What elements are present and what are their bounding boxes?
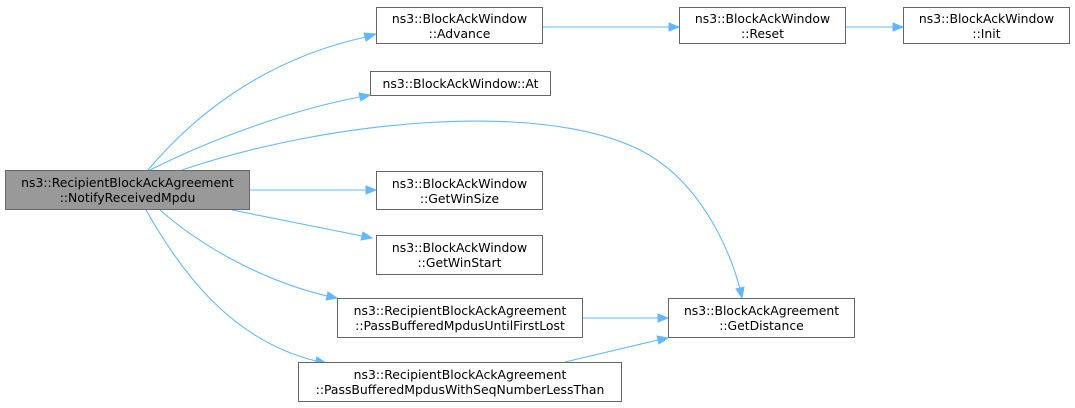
node-label-line1: ns3::RecipientBlockAckAgreement [353,303,567,318]
edge-root-to-getwinstart [231,209,363,237]
node-label-line2: ::PassBufferedMpdusWithSeqNumberLessThan [315,382,605,397]
edge-root-to-advance [147,36,367,171]
edge-arrowhead [365,185,378,195]
node-label-line1: ns3::BlockAckWindow [391,240,528,255]
node-label-line1: ns3::BlockAckWindow [391,175,528,191]
edge-arrowhead [657,313,670,323]
edge-arrowhead [360,231,374,241]
edge-root-to-passseqless [145,209,317,362]
node-label-line1: ns3::BlockAckWindow::At [382,76,539,91]
node-blockackwindow-init[interactable]: ns3::BlockAckWindow ::Init [903,7,1070,44]
node-blockackwindow-getwinsize[interactable]: ns3::BlockAckWindow ::GetWinSize [376,171,543,210]
edge-arrowhead [325,291,339,301]
node-label-line2: ::Advance [428,25,491,41]
node-label-line1: ns3::BlockAckWindow [391,10,528,26]
node-label-line2: ::Init [972,25,1001,41]
edge-passseqless-to-getdistance [564,339,659,363]
node-label-line1: ns3::RecipientBlockAckAgreement [353,367,567,382]
node-blockackagreement-getdistance[interactable]: ns3::BlockAckAgreement ::GetDistance [668,298,855,338]
node-label-line1: ns3::BlockAckWindow [694,10,831,26]
node-label-line2: ::NotifyReceivedMpdu [59,190,196,205]
edge-arrowhead [656,335,670,345]
node-label-line2: ::GetWinSize [419,190,500,206]
node-notify-received-mpdu: ns3::RecipientBlockAckAgreement ::Notify… [5,170,250,210]
node-blockackwindow-advance[interactable]: ns3::BlockAckWindow ::Advance [376,7,543,44]
node-blockackwindow-at[interactable]: ns3::BlockAckWindow::At [370,71,551,96]
node-label-line2: ::GetWinStart [417,255,502,270]
node-blockackwindow-reset[interactable]: ns3::BlockAckWindow ::Reset [679,7,846,44]
edge-root-to-at [149,96,361,171]
node-label-line1: ns3::BlockAckWindow [918,10,1055,26]
node-pass-buffered-mpdus-with-seq-number-less-than[interactable]: ns3::RecipientBlockAckAgreement ::PassBu… [298,362,622,402]
edge-arrowhead [735,286,745,300]
edge-arrowhead [892,22,905,32]
node-label-line1: ns3::BlockAckAgreement [683,303,840,318]
edge-arrowhead [358,92,372,102]
node-pass-buffered-mpdus-until-first-lost[interactable]: ns3::RecipientBlockAckAgreement ::PassBu… [337,298,583,338]
node-label-line2: ::PassBufferedMpdusUntilFirstLost [355,318,565,333]
edge-arrowhead [363,32,378,42]
edge-root-to-getdistance [181,120,741,290]
edge-root-to-passfirstlost [159,209,328,297]
node-label-line2: ::GetDistance [719,318,804,333]
node-label-line2: ::Reset [741,25,784,41]
edge-arrowhead [668,22,681,32]
node-blockackwindow-getwinstart[interactable]: ns3::BlockAckWindow ::GetWinStart [376,235,543,275]
node-label-line1: ns3::RecipientBlockAckAgreement [21,175,234,190]
